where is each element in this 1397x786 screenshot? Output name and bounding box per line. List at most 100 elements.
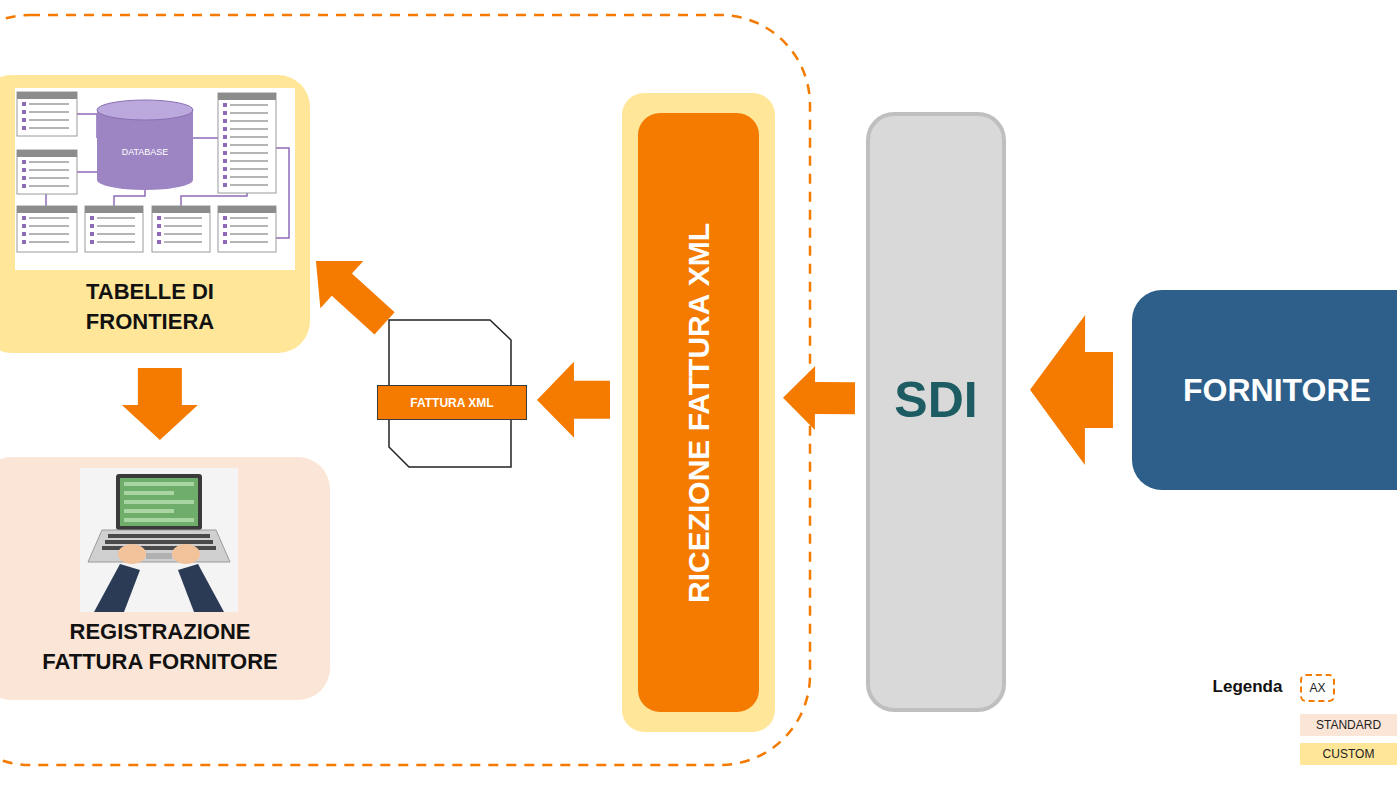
- db-row-mark: [223, 103, 227, 107]
- standard-box: REGISTRAZIONE FATTURA FORNITORE: [0, 457, 330, 700]
- touchpad: [146, 553, 172, 559]
- node-label: FATTURA XML: [410, 396, 493, 410]
- laptop-illustration: [80, 468, 238, 612]
- db-row-line: [230, 225, 268, 227]
- db-table-header: [17, 206, 77, 213]
- db-row-line: [164, 241, 202, 243]
- external-system: SDI: [866, 112, 1006, 712]
- db-row-mark: [223, 183, 227, 187]
- legend-text: AX: [1309, 681, 1325, 695]
- db-row-line: [29, 217, 69, 219]
- db-row-mark: [157, 216, 161, 220]
- db-row-mark: [22, 118, 26, 122]
- node-label: REGISTRAZIONE FATTURA FORNITORE: [25, 617, 295, 677]
- db-row-mark: [90, 216, 94, 220]
- db-row-mark: [223, 127, 227, 131]
- db-row-mark: [90, 224, 94, 228]
- db-row-line: [230, 112, 268, 114]
- db-row-line: [230, 160, 268, 162]
- screen-bar: [124, 500, 194, 504]
- db-row-line: [230, 233, 268, 235]
- db-row-line: [29, 111, 69, 113]
- db-table: [17, 92, 77, 136]
- db-table: [85, 206, 143, 252]
- screen-bar: [124, 491, 174, 495]
- keyboard-row: [102, 546, 216, 550]
- database-illustration: [15, 88, 295, 270]
- db-row-line: [97, 241, 135, 243]
- hand: [118, 544, 146, 564]
- laptop-screen-frame: [116, 474, 202, 530]
- database-label: DATABASE: [100, 147, 190, 157]
- db-row-mark: [223, 167, 227, 171]
- db-row-line: [230, 144, 268, 146]
- screen-bar: [124, 509, 174, 513]
- db-wire: [276, 148, 289, 238]
- db-wire: [193, 137, 218, 139]
- db-row-mark: [157, 240, 161, 244]
- db-row-line: [29, 119, 69, 121]
- db-row-mark: [223, 135, 227, 139]
- keyboard-row: [105, 540, 213, 544]
- db-row-mark: [157, 232, 161, 236]
- node-label: FORNITORE: [1132, 370, 1397, 410]
- db-row-mark: [223, 151, 227, 155]
- db-row-mark: [223, 232, 227, 236]
- db-wire: [77, 171, 97, 173]
- db-row-line: [29, 177, 69, 179]
- db-row-mark: [22, 240, 26, 244]
- db-table: [17, 206, 77, 252]
- db-row-line: [29, 161, 69, 163]
- db-table-header: [85, 206, 143, 213]
- db-row-line: [29, 127, 69, 129]
- db-row-mark: [22, 126, 26, 130]
- db-row-mark: [22, 216, 26, 220]
- laptop-base: [88, 530, 230, 562]
- db-row-mark: [22, 176, 26, 180]
- db-table-header: [218, 206, 276, 213]
- screen-bar: [124, 518, 194, 522]
- db-row-line: [29, 233, 69, 235]
- legend-text: CUSTOM: [1323, 747, 1375, 761]
- db-row-mark: [223, 143, 227, 147]
- db-row-line: [29, 241, 69, 243]
- document-shape: FATTURA XML: [389, 320, 511, 467]
- legend-text: STANDARD: [1316, 718, 1381, 732]
- block-arrow: [1030, 315, 1113, 465]
- custom-box: TABELLE DI FRONTIERA: [0, 75, 310, 353]
- illustration-panel: [15, 88, 295, 270]
- keyboard-row: [108, 534, 210, 538]
- db-wire: [181, 193, 247, 206]
- db-row-line: [230, 152, 268, 154]
- db-row-line: [230, 104, 268, 106]
- db-table-header: [152, 206, 210, 213]
- db-row-line: [230, 241, 268, 243]
- db-row-mark: [22, 232, 26, 236]
- db-row-line: [164, 233, 202, 235]
- document-label-bar: FATTURA XML: [377, 385, 527, 420]
- db-row-line: [29, 225, 69, 227]
- db-row-line: [230, 120, 268, 122]
- db-row-mark: [223, 240, 227, 244]
- db-row-line: [164, 217, 202, 219]
- block-arrow: [122, 368, 198, 440]
- screen-bar: [124, 482, 194, 486]
- legend-swatch: CUSTOM: [1300, 743, 1397, 765]
- db-row-line: [230, 176, 268, 178]
- legend-sample-dashed: AX: [1300, 674, 1335, 702]
- db-table-header: [17, 92, 77, 99]
- db-row-mark: [22, 168, 26, 172]
- db-table: [17, 150, 77, 194]
- db-row-line: [97, 217, 135, 219]
- laptop-screen: [120, 478, 198, 526]
- dashed-boundary: [0, 15, 810, 765]
- db-row-line: [230, 184, 268, 186]
- db-row-line: [97, 233, 135, 235]
- db-table-header: [218, 93, 276, 100]
- process-band: RICEZIONE FATTURA XML: [638, 113, 759, 712]
- db-row-mark: [22, 160, 26, 164]
- db-row-line: [230, 128, 268, 130]
- sleeve: [178, 564, 224, 612]
- db-row-mark: [223, 224, 227, 228]
